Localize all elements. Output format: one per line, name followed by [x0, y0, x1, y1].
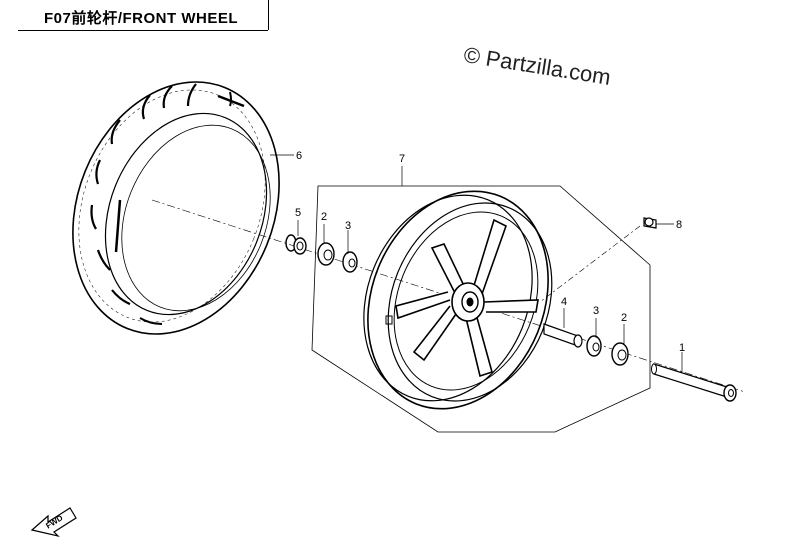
callout-4: 4: [561, 296, 567, 308]
bolt-part-8[interactable]: [643, 217, 657, 229]
callout-1: 1: [679, 342, 685, 354]
title-underline: [18, 30, 268, 31]
collar-part-4[interactable]: [543, 323, 583, 348]
callout-6: 6: [296, 150, 302, 162]
callout-5: 5: [295, 207, 301, 219]
callout-7: 7: [399, 153, 405, 165]
callout-3-left: 3: [345, 220, 351, 232]
callout-2-right: 2: [621, 312, 627, 324]
seal-part-3-right[interactable]: [586, 335, 602, 357]
spacer-part-5[interactable]: [285, 234, 307, 255]
diagram-title: F07前轮杆/FRONT WHEEL: [44, 10, 239, 27]
forward-arrow-icon: FWD: [30, 507, 77, 538]
callout-8: 8: [676, 219, 682, 231]
wheel-rim-drawing[interactable]: [334, 164, 580, 436]
callout-3-right: 3: [593, 305, 599, 317]
bearing-part-2-left[interactable]: [317, 242, 335, 266]
seal-part-3-left[interactable]: [342, 251, 358, 273]
title-box: F07前轮杆/FRONT WHEEL: [0, 0, 269, 30]
wheel-assembly-outline: [311, 185, 651, 433]
bolt-guide-line: [539, 225, 641, 303]
leader-lines: [270, 154, 683, 372]
axle-part-1[interactable]: [651, 363, 737, 402]
callout-2-left: 2: [321, 211, 327, 223]
bearing-part-2-right[interactable]: [611, 342, 629, 366]
tire-drawing[interactable]: [36, 51, 315, 365]
